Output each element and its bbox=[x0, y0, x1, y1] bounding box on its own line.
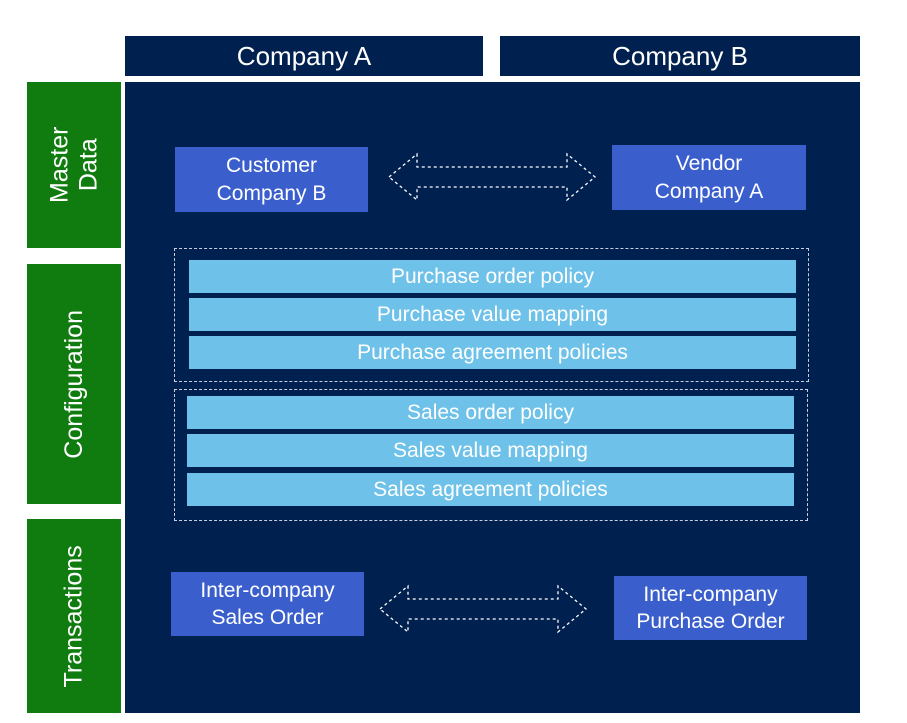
vendor-company-a-label: Vendor Company A bbox=[654, 152, 764, 203]
purchase-policy-bar-3-label: Purchase agreement policies bbox=[357, 340, 628, 364]
row-label-transactions-text: Transactions bbox=[59, 544, 88, 688]
customer-company-b-label: Customer Company B bbox=[216, 154, 327, 205]
sales-policy-bar-2-label: Sales value mapping bbox=[393, 438, 588, 462]
purchase-policy-bar-1-label: Purchase order policy bbox=[390, 264, 595, 288]
purchase-policy-bar-1: Purchase order policy bbox=[189, 260, 796, 293]
row-label-transactions: Transactions bbox=[27, 519, 121, 713]
column-header-company-b-label: Company B bbox=[612, 40, 748, 71]
vendor-company-a-box: Vendor Company A bbox=[612, 145, 806, 210]
intercompany-sales-order-box: Inter-company Sales Order bbox=[171, 572, 364, 636]
row-label-configuration-text: Configuration bbox=[59, 309, 88, 459]
master-data-double-arrow-icon bbox=[387, 152, 597, 202]
customer-company-b-box: Customer Company B bbox=[175, 147, 368, 212]
intercompany-purchase-order-label: Inter-company Purchase Order bbox=[636, 582, 785, 633]
row-label-configuration: Configuration bbox=[27, 264, 121, 504]
purchase-policies-group bbox=[174, 248, 809, 382]
transactions-double-arrow-icon bbox=[378, 584, 588, 634]
row-label-master-data: Master Data bbox=[27, 82, 121, 248]
column-header-company-b: Company B bbox=[500, 36, 860, 76]
intercompany-purchase-order-box: Inter-company Purchase Order bbox=[614, 576, 807, 640]
column-header-company-a-label: Company A bbox=[236, 40, 372, 71]
purchase-policy-bar-2: Purchase value mapping bbox=[189, 298, 796, 331]
sales-policy-bar-3-label: Sales agreement policies bbox=[373, 477, 608, 501]
purchase-policy-bar-3: Purchase agreement policies bbox=[189, 336, 796, 369]
sales-policy-bar-1: Sales order policy bbox=[187, 396, 794, 429]
row-label-master-data-text: Master Data bbox=[45, 126, 102, 204]
intercompany-sales-order-label: Inter-company Sales Order bbox=[200, 578, 335, 629]
purchase-policy-bar-2-label: Purchase value mapping bbox=[376, 302, 609, 326]
sales-policy-bar-1-label: Sales order policy bbox=[407, 400, 574, 424]
sales-policy-bar-3: Sales agreement policies bbox=[187, 473, 794, 506]
sales-policies-group bbox=[174, 389, 808, 521]
column-header-company-a: Company A bbox=[125, 36, 483, 76]
sales-policy-bar-2: Sales value mapping bbox=[187, 434, 794, 467]
